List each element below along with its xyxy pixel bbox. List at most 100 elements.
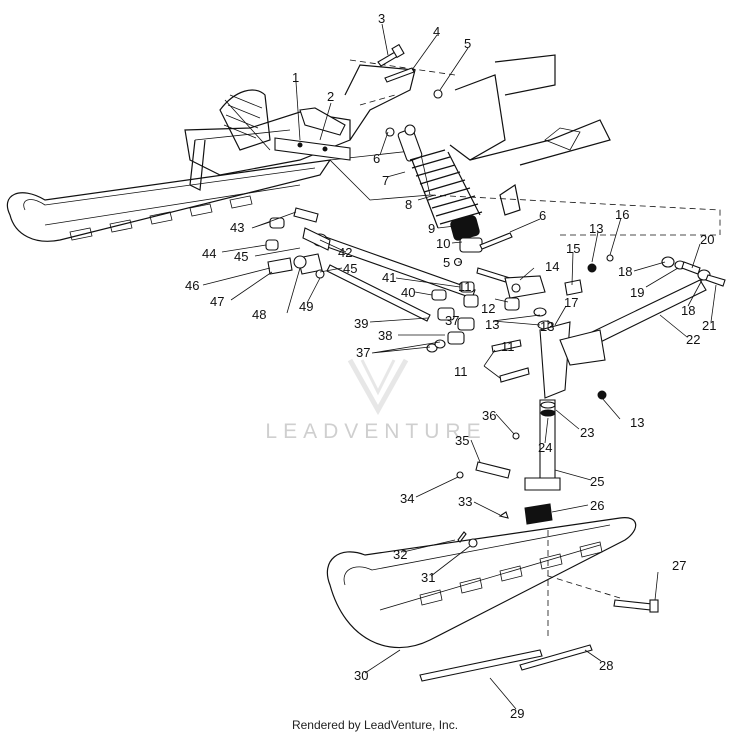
callout-42: 42 [338,245,352,260]
callout-23: 23 [580,425,594,440]
ski-saddle-26 [524,503,553,525]
bracket-parts-left [265,207,331,279]
callout-5-lower: 5 [443,255,450,270]
callout-43: 43 [230,220,244,235]
bolt-27 [613,599,659,613]
callout-26: 26 [590,498,604,513]
bracket-14 [504,275,546,299]
bolt-11-upper [476,267,511,284]
callout-30: 30 [354,668,368,683]
callout-labels: 1 2 3 4 5 5 6 6 7 8 9 10 11 11 11 12 13 … [185,11,716,721]
radius-rod-39 [326,264,431,322]
callout-40: 40 [401,285,415,300]
callout-19: 19 [630,285,644,300]
callout-34: 34 [400,491,414,506]
callout-49: 49 [299,299,313,314]
pin-32 [457,531,467,543]
callout-14: 14 [545,259,559,274]
nut-31 [468,538,478,548]
tie-rod-22 [559,279,707,366]
callout-18-left: 18 [618,264,632,279]
bushing-40 [431,289,447,301]
bushing-12 [504,297,520,311]
callout-11-right: 11 [501,339,515,354]
bolt-4 [384,67,415,83]
bushing-11 [463,294,479,308]
callout-29: 29 [510,706,524,721]
callout-15: 15 [566,241,580,256]
callout-32: 32 [393,547,407,562]
callout-6-lower: 6 [539,208,546,223]
nut-13-right [597,390,607,400]
callout-31: 31 [421,570,435,585]
shock-spring [409,149,483,229]
leader-lines [202,23,717,710]
callout-7: 7 [382,173,389,188]
bolts-11-lower [491,339,530,383]
callout-13-top: 13 [589,221,603,236]
callout-12: 12 [481,301,495,316]
pin-16 [606,254,614,262]
leadventure-logo-mark [347,358,409,416]
callout-24: 24 [538,440,552,455]
callout-21: 21 [702,318,716,333]
callout-36: 36 [482,408,496,423]
bolt-3 [377,43,405,67]
callout-13-mid: 13 [485,317,499,332]
clip-33 [498,511,509,519]
callout-38: 38 [378,328,392,343]
callout-11-lower: 11 [454,364,468,379]
callout-16: 16 [615,207,629,222]
callout-13-center: 13 [540,319,554,334]
spacer-35 [475,461,511,479]
background-ski [6,159,332,242]
nut-13-upper [587,263,597,273]
bushing-38 [437,307,455,321]
callout-44: 44 [202,246,216,261]
chassis-outline [329,54,721,236]
wear-bar-29 [419,649,543,682]
nut-34 [456,471,464,479]
bushing-37-upper [457,317,475,331]
background-frame [184,89,351,191]
callout-46: 46 [185,278,199,293]
callout-17: 17 [564,295,578,310]
washers-37 [426,339,446,353]
callout-37-right: 37 [445,313,459,328]
callout-4: 4 [433,24,440,39]
radius-rod-42 [312,233,476,299]
callout-6-upper: 6 [373,151,380,166]
bolt-27-guide [544,574,621,599]
callout-2: 2 [327,89,334,104]
callout-41: 41 [382,270,396,285]
callout-13-right: 13 [630,415,644,430]
callout-11-upper: 11 [458,279,472,294]
callout-35: 35 [455,433,469,448]
callout-9: 9 [428,221,435,236]
callout-8: 8 [405,197,412,212]
bracket-2 [299,107,346,136]
background-shock [223,94,271,151]
bracket-1 [274,137,351,161]
watermark-text: LEADVENTURE [265,420,486,443]
callout-20: 20 [700,232,714,247]
callout-3: 3 [378,11,385,26]
callout-33: 33 [458,494,472,509]
callout-39: 39 [354,316,368,331]
ski-30 [326,517,637,649]
callout-37-left: 37 [356,345,370,360]
pin-36 [512,432,520,440]
rod-end-parts [661,256,726,287]
callout-47: 47 [210,294,224,309]
callout-27: 27 [672,558,686,573]
callout-5-upper: 5 [464,36,471,51]
bushing-37-lower [447,331,465,345]
callout-10: 10 [436,236,450,251]
callout-1: 1 [292,70,299,85]
callout-45-right: 45 [343,261,357,276]
callout-22: 22 [686,332,700,347]
callout-48: 48 [252,307,266,322]
wear-bar-28 [519,644,593,671]
